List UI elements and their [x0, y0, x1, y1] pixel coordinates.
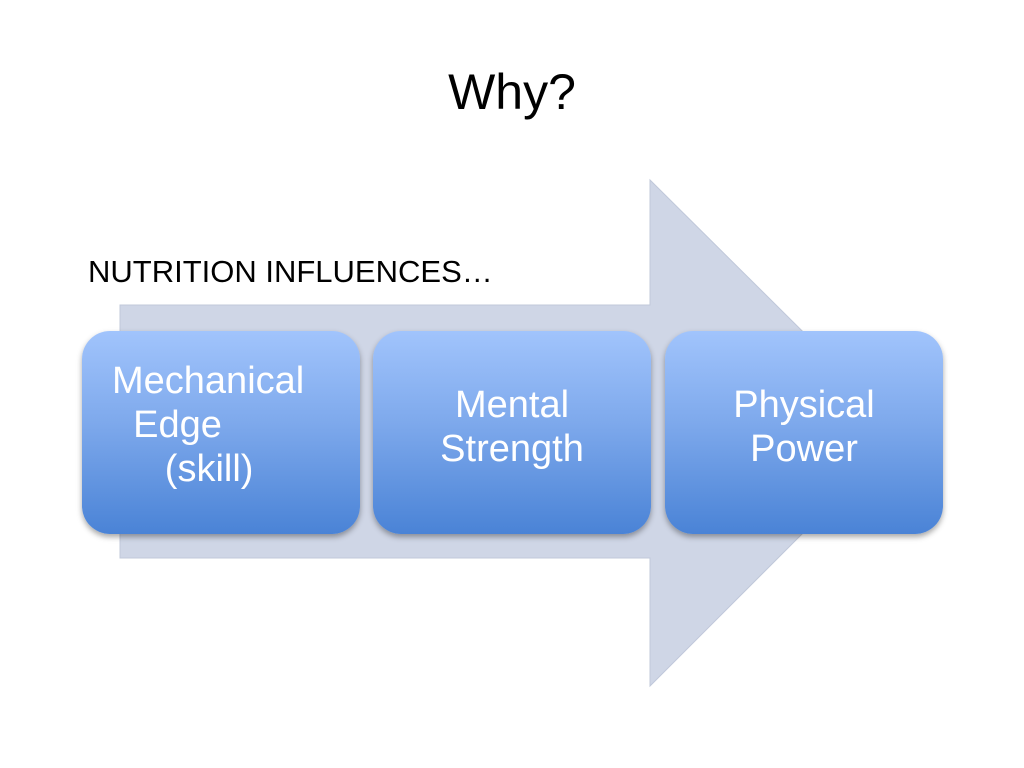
- box-mechanical-edge: Mechanical Edge (skill): [82, 331, 360, 534]
- slide-title: Why?: [448, 64, 576, 120]
- box-label: Mental Strength: [440, 384, 584, 470]
- box-physical-power: Physical Power: [665, 331, 943, 534]
- slide-subtitle: NUTRITION INFLUENCES…: [88, 254, 493, 289]
- box-mental-strength: Mental Strength: [373, 331, 651, 534]
- box-label: Mechanical Edge (skill): [112, 360, 305, 490]
- box-label: Physical Power: [733, 384, 875, 470]
